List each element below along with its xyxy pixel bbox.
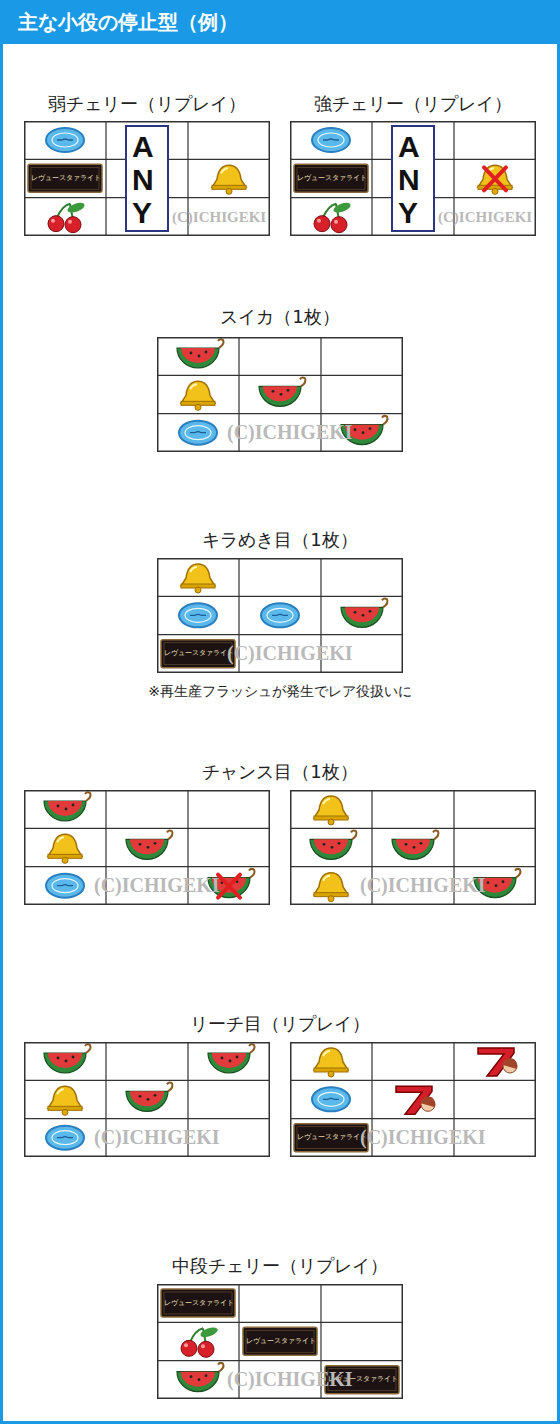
reel-grid: レヴュースタァライトレヴュースタァライトレヴュースタァライト(C)ICHIGEK… <box>157 1284 403 1399</box>
logo-text: レヴュースタァライト <box>297 1134 365 1141</box>
reel-grid: (C)ICHIGEKI <box>290 790 536 905</box>
section-band: スイカ（1枚） (C)ICHIGEKI <box>14 305 546 455</box>
any-text: ANY <box>398 130 428 229</box>
watermark: (C)ICHIGEKI <box>360 874 486 897</box>
logo-text: レヴュースタァライト <box>31 175 99 182</box>
watermark: (C)ICHIGEKI <box>172 209 266 226</box>
section-heading: チャンス目（1枚） <box>14 760 546 784</box>
watermark: (C)ICHIGEKI <box>94 874 220 897</box>
section-heading: スイカ（1枚） <box>14 305 546 329</box>
section-band: チャンス目（1枚） (C)ICHIGEKI (C)ICHIGEKI <box>14 760 546 910</box>
page-title: 主な小役の停止型（例） <box>18 9 238 36</box>
reel-grid: レヴュースタァライト(C)ICHIGEKI <box>157 558 403 673</box>
logo-text: レヴュースタァライト <box>164 650 232 657</box>
section-band: 弱チェリー（リプレイ） レヴュースタァライト (C)ICHIGEKI ANY <box>14 92 280 242</box>
watermark: (C)ICHIGEKI <box>227 642 353 665</box>
section-heading: 弱チェリー（リプレイ） <box>14 92 280 116</box>
any-box: ANY <box>391 125 435 232</box>
note-text: ※再生産フラッシュが発生でレア役扱いに <box>14 683 546 701</box>
section-heading: 強チェリー（リプレイ） <box>280 92 546 116</box>
watermark: (C)ICHIGEKI <box>438 209 532 226</box>
section-band: 強チェリー（リプレイ） レヴュースタァライト (C)ICHIGEKI ANY <box>280 92 546 242</box>
any-text: ANY <box>132 130 162 229</box>
reel-grid: レヴュースタァライト(C)ICHIGEKI <box>290 1042 536 1157</box>
watermark: (C)ICHIGEKI <box>94 1126 220 1149</box>
section-band: リーチ目（リプレイ）(C)ICHIGEKIレヴュースタァライト(C)ICHIGE… <box>14 1012 546 1162</box>
any-box: ANY <box>125 125 169 232</box>
reel-grid: (C)ICHIGEKI <box>24 1042 270 1157</box>
section-heading: 中段チェリー（リプレイ） <box>14 1254 546 1278</box>
logo-text: レヴュースタァライト <box>297 175 365 182</box>
section-heading: リーチ目（リプレイ） <box>14 1012 546 1036</box>
logo-text: レヴュースタァライト <box>164 1300 232 1307</box>
section-band: 中段チェリー（リプレイ）レヴュースタァライトレヴュースタァライトレヴュースタァラ… <box>14 1254 546 1404</box>
logo-text: レヴュースタァライト <box>246 1338 314 1345</box>
section-heading: キラめき目（1枚） <box>14 528 546 552</box>
reel-grid: レヴュースタァライト (C)ICHIGEKI ANY <box>24 121 270 236</box>
reel-grid: レヴュースタァライト (C)ICHIGEKI ANY <box>290 121 536 236</box>
watermark: (C)ICHIGEKI <box>227 421 353 444</box>
section-band: キラめき目（1枚） ※再生産フラッシュが発生でレア役扱いに レヴュースタァライト(C… <box>14 528 546 713</box>
watermark: (C)ICHIGEKI <box>360 1126 486 1149</box>
reel-grid: (C)ICHIGEKI <box>24 790 270 905</box>
reel-grid: (C)ICHIGEKI <box>157 337 403 452</box>
watermark: (C)ICHIGEKI <box>227 1368 353 1391</box>
